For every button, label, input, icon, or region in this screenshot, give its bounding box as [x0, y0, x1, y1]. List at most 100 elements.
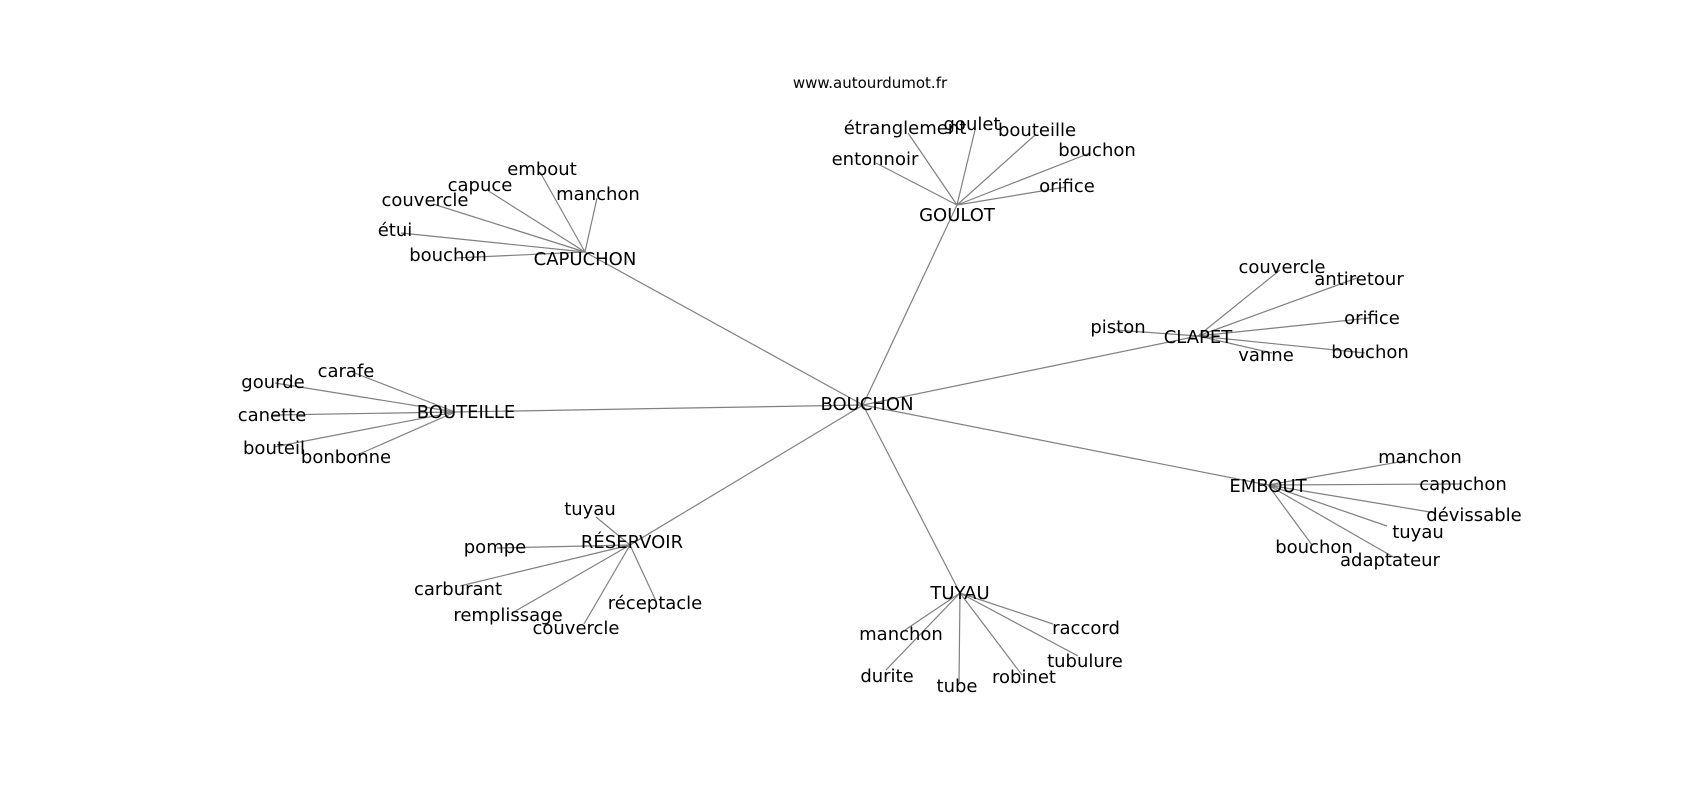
- leaf-capuchon-0[interactable]: embout: [507, 159, 577, 180]
- edge-goulot-leaf-4: [875, 162, 958, 206]
- leaf-tuyau-3[interactable]: durite: [860, 666, 913, 687]
- leaf-embout-0[interactable]: manchon: [1378, 447, 1462, 468]
- edge-center-tuyau: [862, 404, 961, 594]
- leaf-bouteille-4[interactable]: bonbonne: [301, 447, 391, 468]
- edge-bouteille-leaf-0: [351, 371, 456, 413]
- leaf-reservoir-1[interactable]: pompe: [464, 537, 526, 558]
- edge-center-goulot: [862, 204, 958, 406]
- edge-reservoir-leaf-0: [595, 516, 631, 546]
- leaf-tuyau-0[interactable]: manchon: [859, 624, 943, 645]
- leaf-embout-5[interactable]: adaptateur: [1340, 550, 1441, 571]
- leaf-reservoir-3[interactable]: remplissage: [453, 605, 562, 626]
- edge-embout-leaf-4: [1267, 484, 1313, 546]
- leaf-goulot-0[interactable]: étranglement: [844, 118, 967, 139]
- leaf-capuchon-3[interactable]: couvercle: [381, 190, 468, 211]
- leaf-embout-4[interactable]: bouchon: [1275, 537, 1353, 558]
- center-word[interactable]: BOUCHON: [820, 394, 913, 415]
- labels: GOULOTétranglementgouletbouteillebouchon…: [238, 74, 1522, 697]
- edge-embout-leaf-2: [1267, 484, 1437, 514]
- edge-center-reservoir: [629, 404, 864, 546]
- edge-bouteille-leaf-4: [354, 411, 456, 457]
- leaf-tuyau-5[interactable]: robinet: [992, 667, 1056, 688]
- edge-center-embout: [862, 404, 1269, 486]
- edge-clapet-leaf-2: [1114, 329, 1199, 337]
- leaf-capuchon-5[interactable]: bouchon: [409, 245, 487, 266]
- edge-goulot-leaf-1: [956, 129, 976, 206]
- edge-capuchon-leaf-0: [539, 171, 586, 253]
- edge-goulot-leaf-0: [907, 132, 958, 206]
- hub-bouteille[interactable]: BOUTEILLE: [417, 402, 515, 423]
- leaf-reservoir-2[interactable]: carburant: [414, 579, 502, 600]
- leaf-tuyau-2[interactable]: tubulure: [1047, 651, 1123, 672]
- leaf-clapet-5[interactable]: bouchon: [1331, 342, 1409, 363]
- leaf-clapet-4[interactable]: vanne: [1238, 345, 1294, 366]
- edge-embout-leaf-3: [1267, 484, 1388, 527]
- edge-bouteille-leaf-2: [272, 411, 456, 416]
- leaf-clapet-1[interactable]: antiretour: [1314, 269, 1404, 290]
- leaf-clapet-0[interactable]: couvercle: [1238, 257, 1325, 278]
- hub-reservoir[interactable]: RÉSERVOIR: [581, 531, 683, 553]
- hub-goulot[interactable]: GOULOT: [919, 205, 996, 226]
- edge-embout-leaf-0: [1267, 459, 1411, 486]
- hub-tuyau[interactable]: TUYAU: [929, 583, 989, 604]
- leaf-reservoir-4[interactable]: couvercle: [532, 618, 619, 639]
- leaf-reservoir-0[interactable]: tuyau: [564, 499, 616, 520]
- hub-embout[interactable]: EMBOUT: [1229, 476, 1307, 497]
- leaf-bouteille-1[interactable]: gourde: [241, 372, 304, 393]
- leaf-goulot-5[interactable]: orifice: [1039, 176, 1095, 197]
- edge-clapet-leaf-3: [1197, 317, 1371, 337]
- leaf-clapet-2[interactable]: piston: [1090, 317, 1145, 338]
- hub-clapet[interactable]: CLAPET: [1164, 327, 1234, 348]
- leaf-embout-1[interactable]: capuchon: [1419, 474, 1507, 495]
- edge-goulot-leaf-3: [956, 152, 1091, 206]
- edge-goulot-leaf-5: [956, 186, 1067, 206]
- edge-capuchon-leaf-5: [454, 251, 586, 259]
- edge-bouteille-leaf-1: [274, 382, 456, 413]
- leaf-goulot-1[interactable]: goulet: [944, 114, 1001, 135]
- leaf-bouteille-2[interactable]: canette: [238, 405, 307, 426]
- edge-reservoir-leaf-4: [583, 544, 631, 625]
- leaf-reservoir-5[interactable]: réceptacle: [608, 593, 703, 614]
- edge-goulot-leaf-2: [956, 134, 1036, 206]
- edge-capuchon-leaf-2: [584, 197, 598, 253]
- edge-center-clapet: [862, 335, 1199, 406]
- edge-clapet-leaf-0: [1197, 269, 1281, 337]
- leaf-capuchon-1[interactable]: capuce: [448, 175, 513, 196]
- leaf-bouteille-0[interactable]: carafe: [318, 361, 375, 382]
- edge-tuyau-leaf-2: [959, 592, 1079, 657]
- edge-bouteille-leaf-3: [273, 411, 456, 448]
- edge-tuyau-leaf-3: [885, 592, 961, 671]
- edge-tuyau-leaf-1: [959, 592, 1054, 625]
- leaf-bouteille-3[interactable]: bouteil: [243, 438, 305, 459]
- leaf-embout-3[interactable]: tuyau: [1392, 522, 1444, 543]
- leaf-tuyau-4[interactable]: tube: [937, 676, 978, 697]
- edge-reservoir-leaf-1: [496, 544, 631, 549]
- edge-clapet-leaf-5: [1197, 335, 1366, 354]
- leaf-goulot-3[interactable]: bouchon: [1058, 140, 1136, 161]
- edge-center-bouteille: [454, 404, 864, 413]
- edge-clapet-leaf-1: [1197, 277, 1358, 337]
- leaf-clapet-3[interactable]: orifice: [1344, 308, 1400, 329]
- edge-capuchon-leaf-1: [486, 189, 586, 253]
- edge-capuchon-leaf-4: [400, 232, 586, 253]
- edges: [272, 129, 1463, 685]
- hub-capuchon[interactable]: CAPUCHON: [534, 249, 637, 270]
- edge-reservoir-leaf-3: [511, 544, 631, 614]
- leaf-goulot-4[interactable]: entonnoir: [832, 149, 919, 170]
- leaf-embout-2[interactable]: dévissable: [1426, 505, 1521, 526]
- edge-clapet-leaf-4: [1197, 335, 1273, 354]
- leaf-capuchon-2[interactable]: manchon: [556, 184, 640, 205]
- edge-tuyau-leaf-5: [959, 592, 1023, 676]
- edge-center-capuchon: [584, 251, 864, 406]
- edge-capuchon-leaf-3: [432, 203, 586, 253]
- leaf-capuchon-4[interactable]: étui: [378, 220, 413, 241]
- edge-reservoir-leaf-5: [629, 544, 657, 602]
- edge-embout-leaf-1: [1267, 483, 1463, 486]
- edge-embout-leaf-5: [1267, 484, 1396, 559]
- leaf-tuyau-1[interactable]: raccord: [1052, 618, 1120, 639]
- edge-tuyau-leaf-4: [958, 592, 961, 685]
- leaf-goulot-2[interactable]: bouteille: [998, 120, 1076, 141]
- edge-reservoir-leaf-2: [459, 544, 631, 587]
- edge-tuyau-leaf-0: [904, 592, 961, 631]
